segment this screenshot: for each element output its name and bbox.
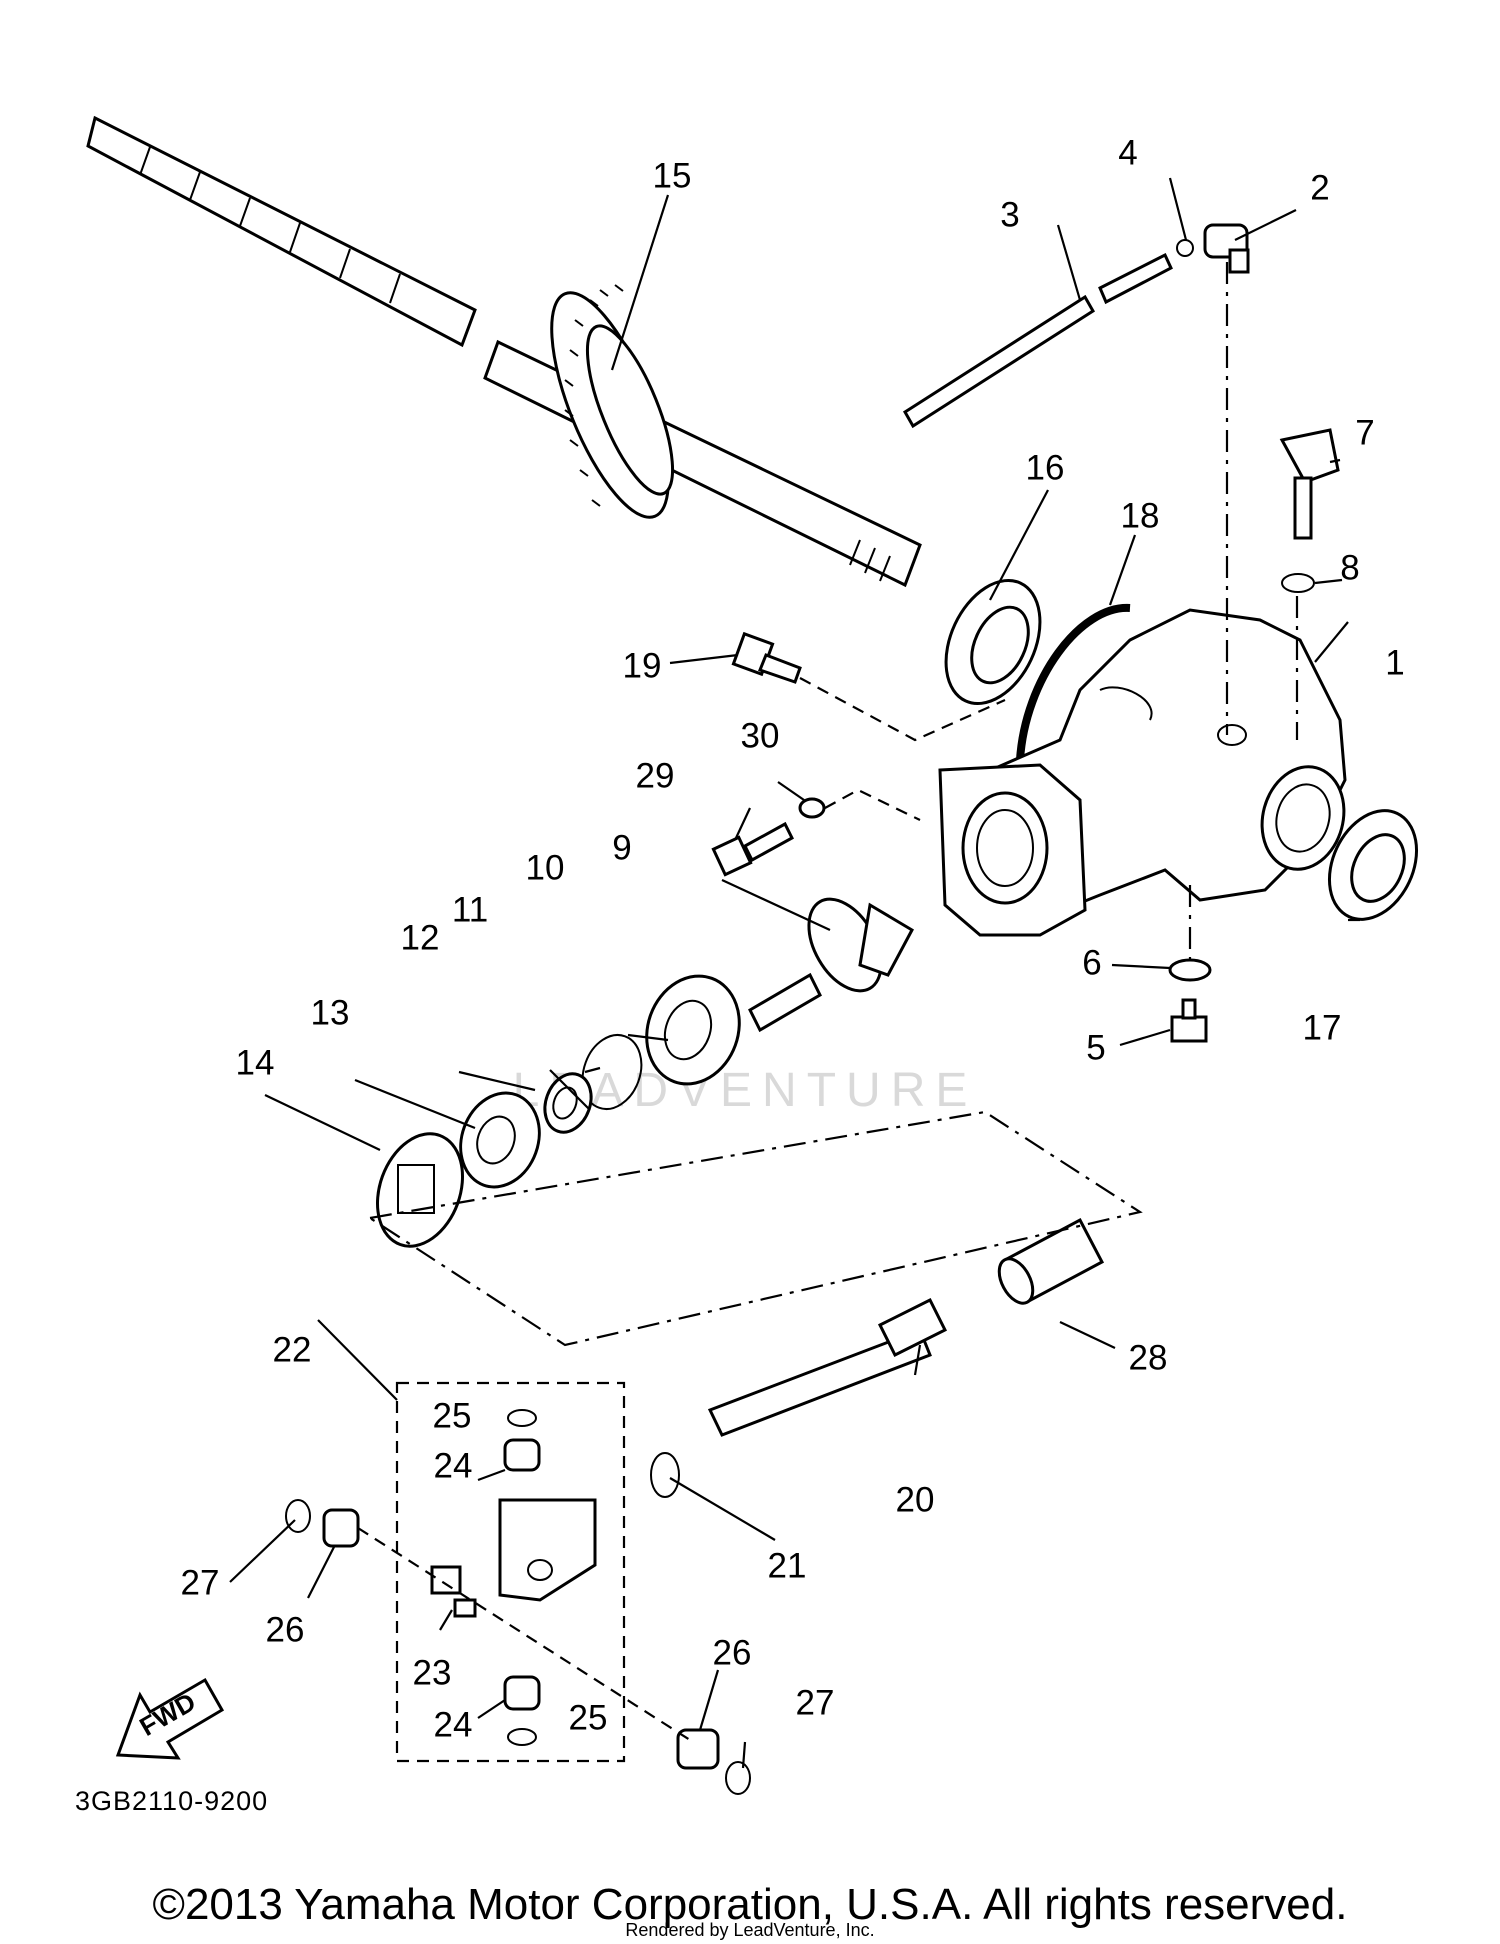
part-17-seal bbox=[1327, 809, 1419, 921]
part-yoke bbox=[498, 1498, 597, 1602]
part-24-cap-top bbox=[503, 1438, 541, 1472]
part-23-spider bbox=[430, 1565, 477, 1618]
callout-5: 5 bbox=[1086, 1028, 1105, 1067]
part-18-ring bbox=[1016, 603, 1131, 761]
ref-line-30 bbox=[824, 788, 921, 821]
callout-17: 17 bbox=[1303, 1008, 1342, 1047]
callout-10: 10 bbox=[526, 848, 565, 887]
part-19-bolt bbox=[731, 631, 802, 684]
part-2-fitting bbox=[1203, 223, 1250, 274]
callout-labels: 1 2 3 4 5 6 7 8 9 10 11 12 13 14 15 16 1… bbox=[181, 133, 1405, 1744]
callout-12: 12 bbox=[401, 918, 440, 957]
part-26-cap-left bbox=[322, 1508, 360, 1548]
part-3-hose bbox=[902, 252, 1173, 429]
fwd-arrow-icon: FWD bbox=[115, 1677, 225, 1760]
part-1-housing bbox=[938, 608, 1347, 937]
part-16-seal bbox=[944, 578, 1042, 706]
callout-7: 7 bbox=[1355, 413, 1374, 452]
callout-6: 6 bbox=[1082, 943, 1101, 982]
callout-15: 15 bbox=[653, 156, 692, 195]
callout-24-bottom: 24 bbox=[434, 1705, 473, 1744]
part-21-circlip bbox=[650, 1452, 680, 1498]
callout-18: 18 bbox=[1121, 496, 1160, 535]
callout-25-top: 25 bbox=[433, 1396, 472, 1435]
part-4-clip bbox=[1176, 239, 1194, 257]
part-30-washer bbox=[798, 797, 826, 819]
callout-20: 20 bbox=[896, 1480, 935, 1519]
part-7-plug bbox=[1279, 428, 1340, 540]
callout-25-bottom: 25 bbox=[569, 1698, 608, 1737]
ref-line-cross bbox=[357, 1527, 691, 1741]
part-24-cap-bottom bbox=[503, 1675, 541, 1711]
part-11-oring bbox=[581, 1034, 643, 1110]
callout-30: 30 bbox=[741, 716, 780, 755]
callout-22: 22 bbox=[273, 1330, 312, 1369]
callout-11: 11 bbox=[452, 890, 488, 929]
part-12-seal bbox=[543, 1072, 593, 1134]
callout-26-left: 26 bbox=[266, 1610, 305, 1649]
callout-19: 19 bbox=[623, 646, 662, 685]
callout-27-left: 27 bbox=[181, 1563, 220, 1602]
part-10-bearing bbox=[645, 974, 741, 1086]
part-13-bearing bbox=[459, 1091, 541, 1189]
callout-28: 28 bbox=[1129, 1338, 1168, 1377]
callout-13: 13 bbox=[311, 993, 350, 1032]
part-27-clip-right bbox=[725, 1761, 751, 1795]
callout-16: 16 bbox=[1026, 448, 1065, 487]
part-29-bolt bbox=[711, 821, 794, 877]
ref-line-19 bbox=[799, 677, 1006, 742]
part-9-pinion bbox=[748, 897, 914, 1033]
rendered-by-notice: Rendered by LeadVenture, Inc. bbox=[625, 1920, 875, 1940]
callout-26-right: 26 bbox=[713, 1633, 752, 1672]
callout-8: 8 bbox=[1340, 548, 1359, 587]
part-22-group-box bbox=[395, 1381, 626, 1763]
callout-29: 29 bbox=[636, 756, 675, 795]
part-5-drain-plug bbox=[1170, 998, 1208, 1043]
callout-3: 3 bbox=[1000, 195, 1019, 234]
leader-lines bbox=[229, 177, 1360, 1769]
part-6-washer bbox=[1168, 958, 1212, 982]
copyright-notice: ©2013 Yamaha Motor Corporation, U.S.A. A… bbox=[152, 1880, 1348, 1929]
callout-21: 21 bbox=[768, 1546, 807, 1585]
callout-14: 14 bbox=[236, 1043, 275, 1082]
callout-24-top: 24 bbox=[434, 1446, 473, 1485]
part-8-oring bbox=[1281, 573, 1315, 593]
callout-1: 1 bbox=[1385, 643, 1404, 682]
part-25-clip-top bbox=[507, 1409, 537, 1427]
callout-2: 2 bbox=[1310, 168, 1329, 207]
part-15-shaft bbox=[86, 115, 922, 588]
diagram-code: 3GB2110-9200 bbox=[75, 1786, 268, 1816]
part-25-clip-bottom bbox=[507, 1728, 537, 1746]
callout-9: 9 bbox=[612, 828, 631, 867]
callout-27-right: 27 bbox=[796, 1683, 835, 1722]
part-27-clip-left bbox=[285, 1499, 311, 1533]
callout-23: 23 bbox=[413, 1653, 452, 1692]
ref-line-drive bbox=[367, 1110, 1143, 1347]
part-20-driveshaft bbox=[707, 1297, 948, 1437]
part-28-coupling bbox=[997, 1217, 1105, 1305]
callout-4: 4 bbox=[1118, 133, 1137, 172]
